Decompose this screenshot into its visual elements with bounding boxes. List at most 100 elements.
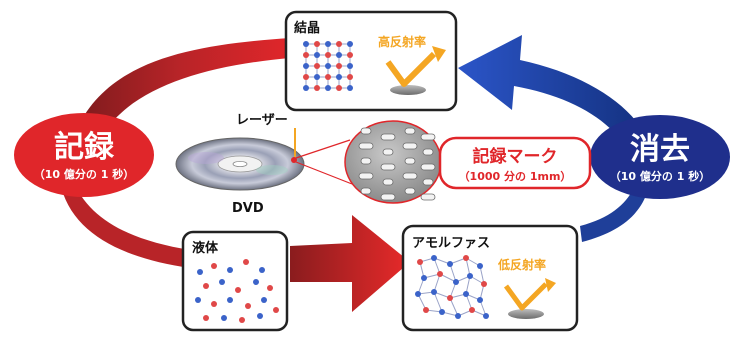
record-mark-pit bbox=[380, 163, 396, 171]
liquid-atom bbox=[257, 313, 263, 319]
lattice-atom bbox=[314, 74, 320, 80]
record-mark-pit bbox=[420, 163, 436, 171]
amorphous-atom bbox=[463, 291, 469, 297]
lattice-atom bbox=[336, 63, 342, 69]
liquid-atoms-icon bbox=[195, 259, 279, 323]
record-mark-size: （1000 分の 1mm） bbox=[459, 169, 572, 183]
liquid-atom bbox=[227, 267, 233, 273]
amorphous-atom bbox=[463, 255, 469, 261]
amorphous-bond bbox=[465, 275, 471, 295]
lattice-atom bbox=[314, 52, 320, 58]
amorphous-atom bbox=[477, 297, 483, 303]
lattice-atom bbox=[347, 63, 353, 69]
lattice-atom bbox=[347, 52, 353, 58]
record-mark-pit bbox=[382, 178, 394, 186]
amorphous-bond bbox=[433, 273, 441, 293]
erase-time: （10 億分の 1 秒） bbox=[610, 169, 710, 183]
liquid-box: 液体 bbox=[181, 230, 289, 332]
record-label: 記録 bbox=[54, 130, 115, 165]
record-mark-pit bbox=[420, 133, 436, 141]
record-label-group: 記録 （10 億分の 1 秒） bbox=[14, 113, 154, 197]
liquid-atom bbox=[211, 301, 217, 307]
lattice-atom bbox=[314, 41, 320, 47]
amorphous-atom bbox=[455, 313, 461, 319]
record-mark-pit bbox=[360, 127, 372, 135]
liquid-label: 液体 bbox=[192, 240, 219, 256]
liquid-atom bbox=[259, 267, 265, 273]
laser-label: レーザー bbox=[236, 113, 288, 128]
amorphous-atom bbox=[437, 271, 443, 277]
amorphous-bond bbox=[479, 265, 485, 285]
amorphous-atom bbox=[431, 289, 437, 295]
liquid-atom bbox=[197, 269, 203, 275]
record-mark-pit bbox=[420, 193, 436, 201]
magnified-surface bbox=[344, 120, 442, 204]
lattice-atom bbox=[325, 85, 331, 91]
reflection-icon bbox=[385, 46, 446, 95]
amorphous-bond bbox=[449, 297, 459, 317]
lattice-atom bbox=[314, 63, 320, 69]
liquid-atom bbox=[227, 297, 233, 303]
zoom-line-top bbox=[295, 139, 351, 159]
liquid-atom bbox=[267, 285, 273, 291]
lattice-atom bbox=[303, 85, 309, 91]
record-mark-pit bbox=[360, 157, 372, 165]
liquid-atom bbox=[219, 279, 225, 285]
erase-arc-bottom bbox=[580, 188, 648, 242]
liquid-atom bbox=[221, 315, 227, 321]
lattice-atom bbox=[347, 85, 353, 91]
amorphous-atom bbox=[483, 313, 489, 319]
lattice-atom bbox=[347, 41, 353, 47]
lattice-atom bbox=[336, 41, 342, 47]
amorphous-atom bbox=[417, 259, 423, 265]
amorphous-bond bbox=[449, 263, 457, 283]
record-mark-pit bbox=[422, 148, 434, 156]
record-mark-pit bbox=[380, 133, 396, 141]
lattice-atom bbox=[303, 63, 309, 69]
crystal-box: 結晶 高反射率 bbox=[284, 10, 458, 112]
low-reflection-icon bbox=[503, 278, 556, 319]
lattice-icon bbox=[303, 41, 353, 91]
record-mark-pit bbox=[422, 178, 434, 186]
record-mark-pit bbox=[382, 148, 394, 156]
lattice-atom bbox=[325, 52, 331, 58]
liquid-atom bbox=[239, 317, 245, 323]
amorphous-atom bbox=[421, 275, 427, 281]
lattice-atom bbox=[336, 74, 342, 80]
erase-label-group: 消去 （10 億分の 1 秒） bbox=[590, 115, 730, 199]
amorphous-bond bbox=[465, 257, 471, 277]
disc-label: DVD bbox=[232, 201, 264, 216]
record-mark-label: 記録マーク bbox=[473, 146, 558, 167]
liquid-atom bbox=[203, 283, 209, 289]
erase-arc-top bbox=[458, 35, 652, 152]
record-mark-pit bbox=[402, 172, 418, 180]
lattice-atom bbox=[325, 63, 331, 69]
amorphous-atom bbox=[469, 307, 475, 313]
amorphous-atom bbox=[431, 255, 437, 261]
lattice-atom bbox=[314, 85, 320, 91]
record-mark-callout: 記録マーク （1000 分の 1mm） bbox=[438, 136, 592, 190]
liquid-atom bbox=[203, 315, 209, 321]
liquid-atom bbox=[195, 297, 201, 303]
amorphous-bond bbox=[433, 291, 443, 313]
lattice-atom bbox=[336, 52, 342, 58]
record-time: （10 億分の 1 秒） bbox=[34, 167, 134, 181]
lattice-atom bbox=[336, 85, 342, 91]
record-mark-pit bbox=[404, 127, 416, 135]
erase-label: 消去 bbox=[630, 132, 690, 167]
record-mark-pit bbox=[404, 187, 416, 195]
liquid-atom bbox=[273, 307, 279, 313]
record-mark-pit bbox=[358, 142, 374, 150]
record-mark-pit bbox=[360, 187, 372, 195]
crystal-reflectivity: 高反射率 bbox=[378, 34, 426, 49]
amorphous-reflectivity: 低反射率 bbox=[497, 257, 546, 272]
amorphous-atom bbox=[447, 295, 453, 301]
lattice-atom bbox=[325, 74, 331, 80]
disc-icon bbox=[175, 137, 305, 191]
amorphous-atom bbox=[415, 291, 421, 297]
amorphous-atom bbox=[439, 309, 445, 315]
liquid-atom bbox=[245, 303, 251, 309]
record-arrow bbox=[290, 215, 410, 312]
